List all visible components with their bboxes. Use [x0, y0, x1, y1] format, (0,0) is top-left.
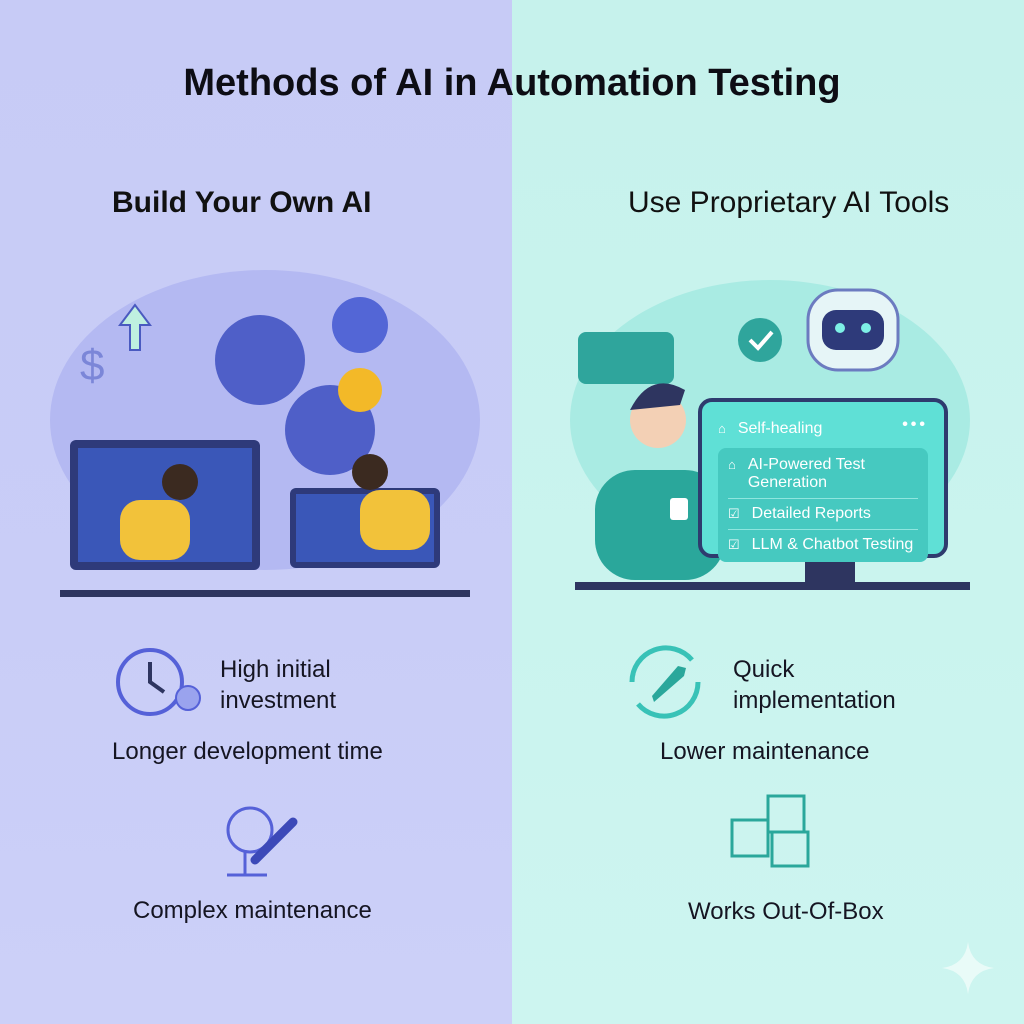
point-quick-implementation: Quick implementation [733, 656, 896, 714]
left-heading: Build Your Own AI [112, 186, 372, 219]
brain-wrench-icon [226, 806, 298, 877]
puzzle-icon [730, 794, 810, 868]
ai-tools-screen: ••• ⌂ Self-healing ⌂ AI-Powered Test Gener… [698, 398, 948, 562]
feature-detailed-reports: Detailed Reports [751, 505, 871, 522]
point-complex-maintenance: Complex maintenance [133, 897, 372, 924]
clock-bug-icon [116, 648, 201, 716]
checkbox-icon: ☑ [728, 537, 740, 552]
right-heading: Use Proprietary AI Tools [628, 186, 950, 219]
more-menu-icon[interactable]: ••• [902, 416, 928, 433]
feature-test-generation: AI-Powered Test Generation [747, 456, 865, 491]
page-title: Methods of AI in Automation Testing [183, 62, 841, 104]
checkbox-icon: ☑ [728, 506, 740, 521]
point-longer-development: Longer development time [112, 738, 383, 765]
point-works-out-of-box: Works Out-Of-Box [688, 898, 884, 925]
svg-text:$: $ [80, 341, 104, 390]
sparkle-icon [942, 942, 994, 994]
feature-icon: ⌂ [728, 457, 736, 472]
point-high-initial-investment: High initial investment [220, 656, 337, 714]
rocket-icon [629, 645, 701, 719]
feature-icon: ⌂ [718, 421, 726, 436]
developers-struggling-illustration: $ [50, 270, 480, 597]
feature-self-healing: Self-healing [737, 420, 823, 437]
point-lower-maintenance: Lower maintenance [660, 738, 870, 765]
feature-llm-testing: LLM & Chatbot Testing [751, 536, 914, 553]
